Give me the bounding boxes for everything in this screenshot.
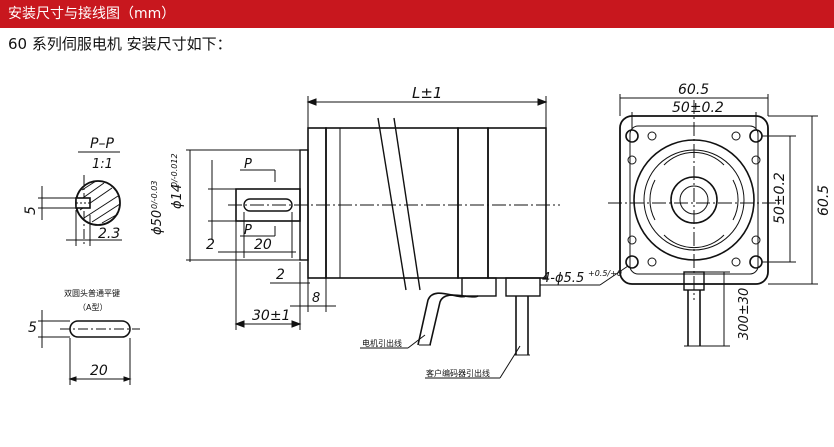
dim-shaft-tol: 0/-0.012 bbox=[170, 153, 179, 187]
dim-length: L±1 bbox=[412, 84, 442, 102]
dim-key-height: 5 bbox=[23, 206, 39, 215]
section-title: 安装尺寸与接线图（mm） bbox=[8, 6, 176, 22]
key-dim-length: 20 bbox=[90, 363, 108, 379]
section-mark-top: P bbox=[244, 157, 252, 172]
dim-shaft-dia: ϕ14 bbox=[170, 184, 185, 209]
dim-outer-height: 60.5 bbox=[816, 185, 832, 216]
dim-key-offset: 2 bbox=[206, 237, 215, 253]
dim-cable-len: 300±30 bbox=[737, 288, 752, 340]
dim-outer-width: 60.5 bbox=[678, 82, 709, 98]
dim-shaft-len: 30±1 bbox=[252, 308, 290, 324]
front-view bbox=[540, 94, 818, 347]
label-motor-lead: 电机引出线 bbox=[362, 338, 402, 348]
side-view bbox=[186, 96, 560, 379]
intro-text: 60 系列伺服电机 安装尺寸如下： bbox=[8, 35, 232, 53]
section-label: P–P bbox=[90, 136, 114, 152]
dim-flange-tol: 0/-0.03 bbox=[150, 181, 159, 209]
key-detail bbox=[38, 310, 140, 385]
key-type: （A型） bbox=[78, 303, 107, 312]
dim-flange-thick: 8 bbox=[312, 291, 320, 306]
dim-shoulder: 2 bbox=[276, 267, 285, 283]
label-encoder-lead: 客户编码器引出线 bbox=[426, 368, 490, 378]
dim-holes-tol: +0.5/+0 bbox=[588, 269, 622, 278]
dim-key-len: 20 bbox=[254, 237, 272, 253]
key-dim-height: 5 bbox=[28, 320, 37, 336]
dim-hole-spacing-x: 50±0.2 bbox=[672, 100, 724, 116]
dim-holes: 4-ϕ5.5 bbox=[542, 271, 584, 286]
section-scale: 1:1 bbox=[92, 157, 113, 172]
dim-flange-dia: ϕ50 bbox=[150, 210, 165, 235]
key-caption: 双圆头普通平键 bbox=[64, 288, 120, 298]
dim-hole-spacing-y: 50±0.2 bbox=[772, 172, 788, 224]
dim-key-depth: 2.3 bbox=[98, 226, 120, 242]
section-mark-bottom: P bbox=[244, 223, 252, 238]
section-view bbox=[38, 151, 122, 246]
section-header: 安装尺寸与接线图（mm） bbox=[0, 0, 834, 28]
